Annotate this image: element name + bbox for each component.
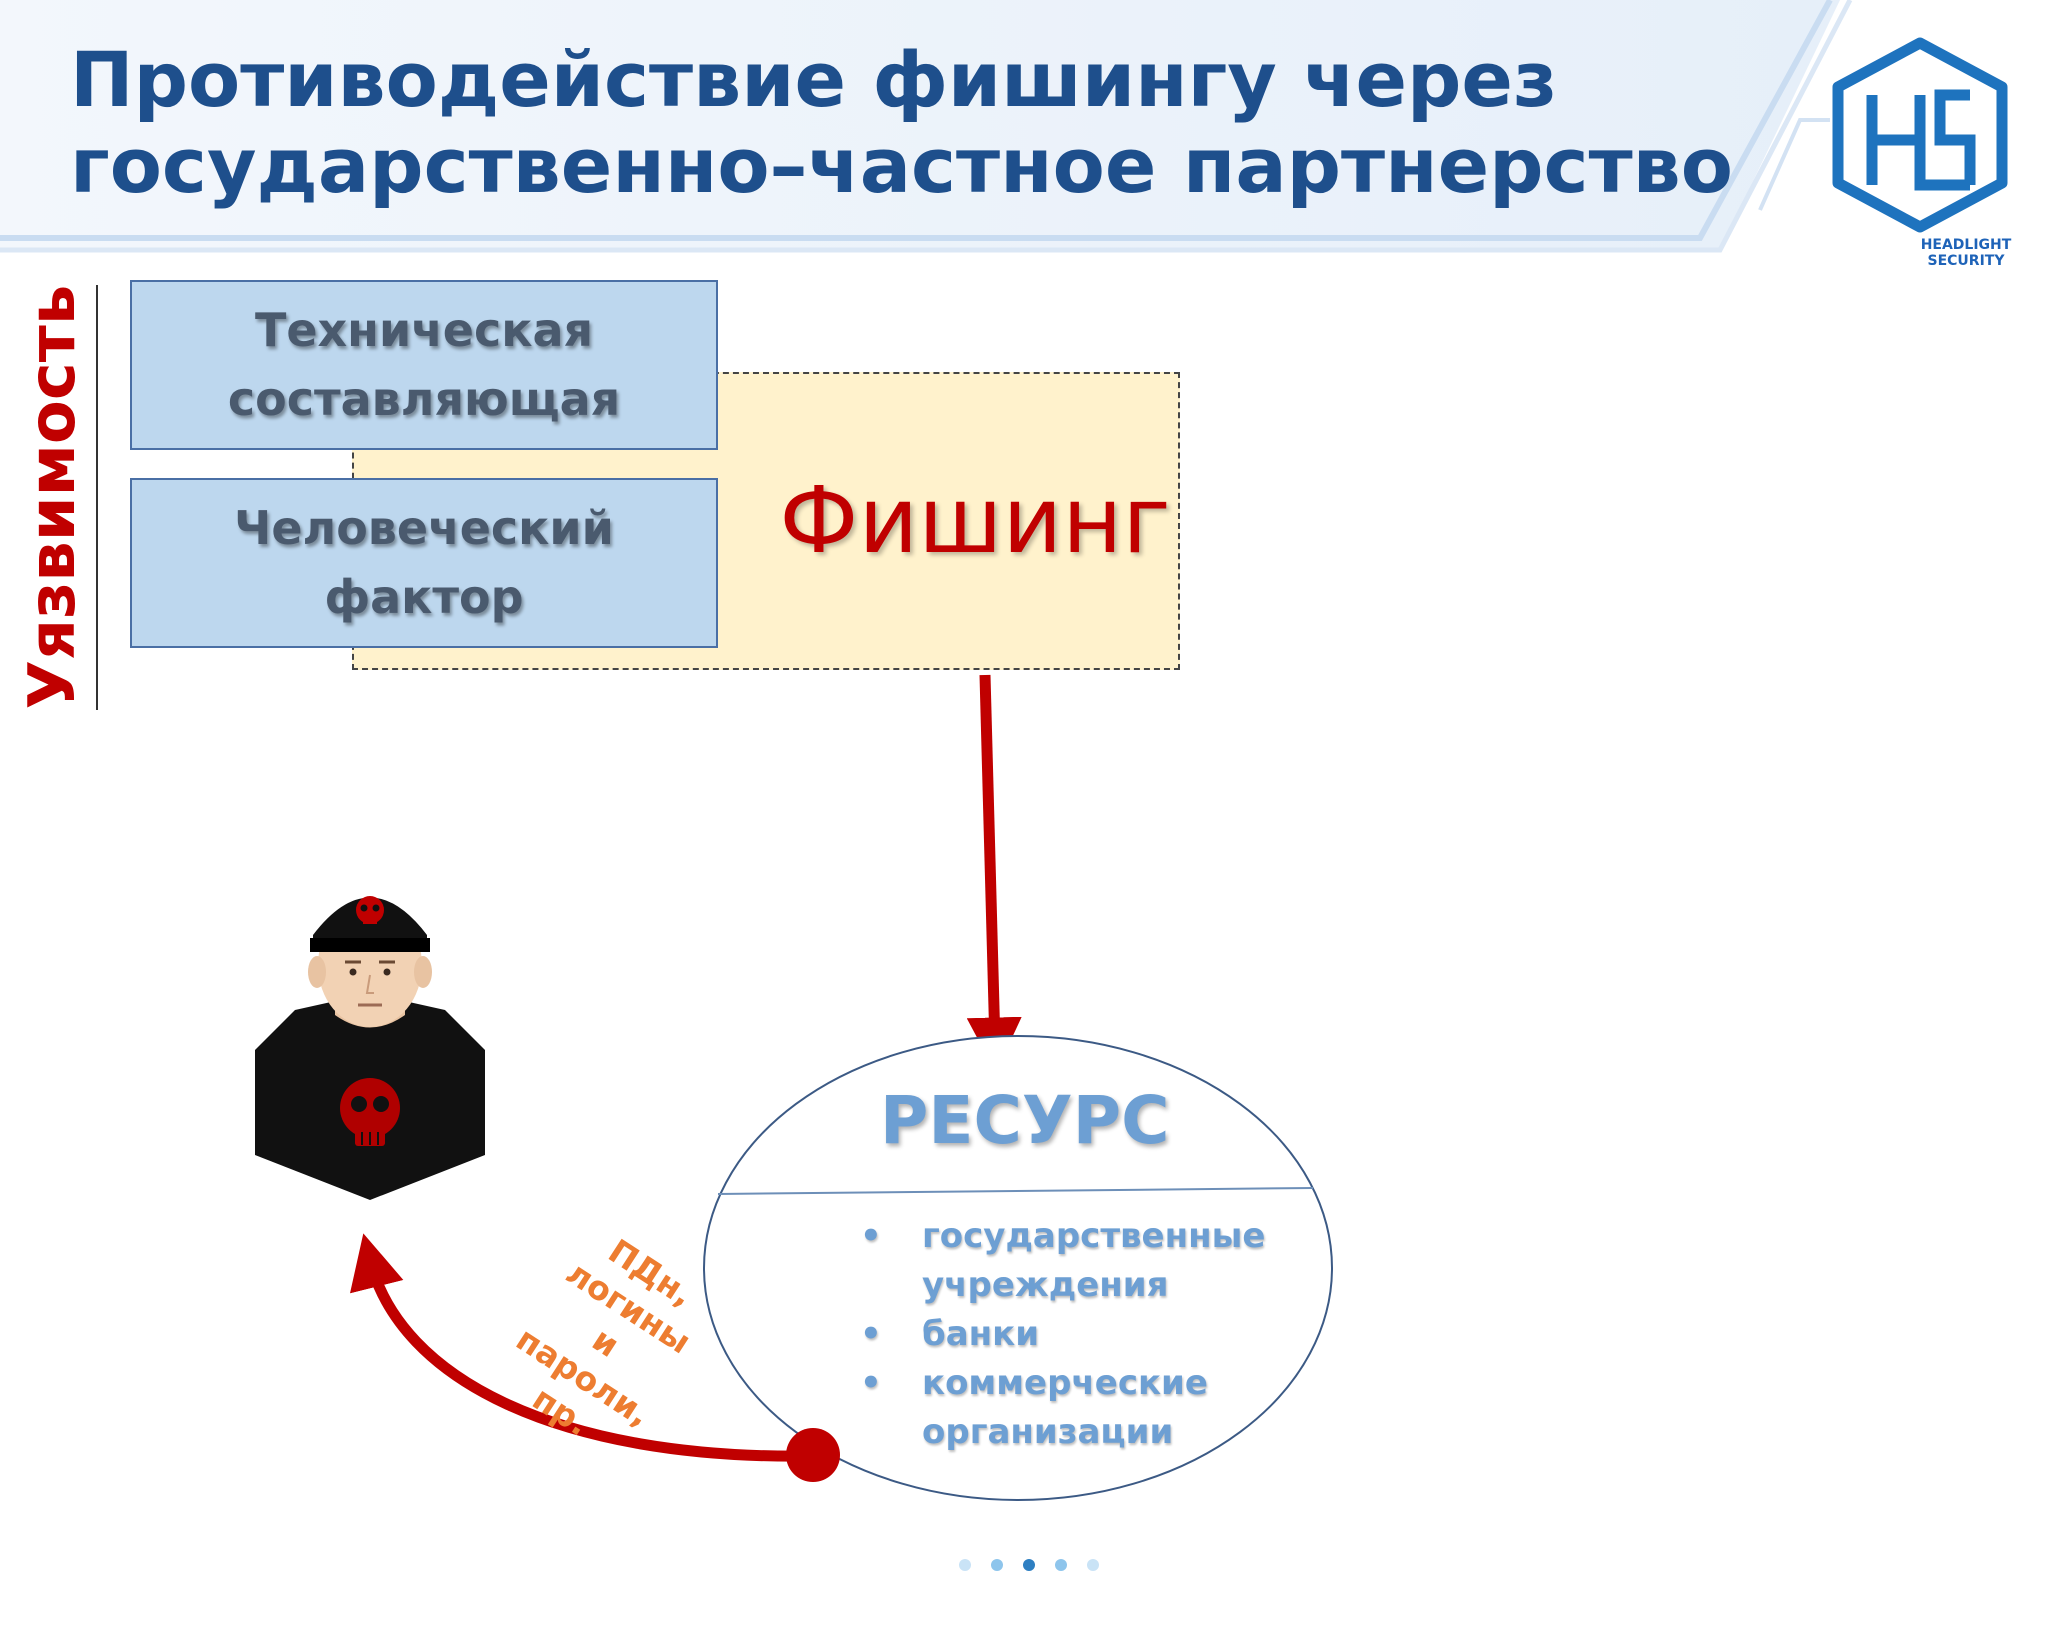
- resource-list: государственные учреждения банки коммерч…: [860, 1212, 1265, 1457]
- resource-item: коммерческие организации: [860, 1359, 1260, 1457]
- pager-dot: [1087, 1559, 1099, 1571]
- pager-dot: [959, 1559, 971, 1571]
- technical-component-box: Техническая составляющая: [130, 280, 718, 450]
- resource-item: государственные учреждения: [860, 1212, 1265, 1310]
- page-title-line-2: государственно–частное партнерство: [70, 121, 1733, 210]
- phishing-to-resource-arrow: [966, 674, 1022, 1073]
- logo-text-line-2: SECURITY: [1927, 253, 2005, 269]
- page-title-line-1: Противодействие фишингу через: [70, 35, 1558, 124]
- resource-divider: [717, 1187, 1314, 1195]
- pager-dot: [1055, 1559, 1067, 1571]
- hacker-avatar-icon: [255, 896, 485, 1200]
- resource-title: РЕСУРС: [880, 1082, 1170, 1159]
- human-factor-label: Человеческий фактор: [234, 501, 614, 624]
- phishing-label: Фишинг: [779, 467, 1171, 574]
- exfiltration-origin-dot: [786, 1428, 840, 1482]
- header-band: [0, 0, 1853, 253]
- slide-pager[interactable]: [955, 1555, 1105, 1575]
- vulnerability-divider: [96, 285, 98, 710]
- data-flow-label: ПДн, логины и пароли, пр.: [456, 1231, 756, 1443]
- logo-text-line-1: HEADLIGHT: [1920, 237, 2012, 253]
- data-exfiltration-arrow: [350, 1233, 813, 1462]
- hls-logo-icon: [1832, 37, 2008, 233]
- technical-component-label: Техническая составляющая: [227, 303, 621, 426]
- resource-item: банки: [860, 1310, 1260, 1359]
- pager-dot-active: [1023, 1559, 1035, 1571]
- human-factor-box: Человеческий фактор: [130, 478, 718, 648]
- pager-dot: [991, 1559, 1003, 1571]
